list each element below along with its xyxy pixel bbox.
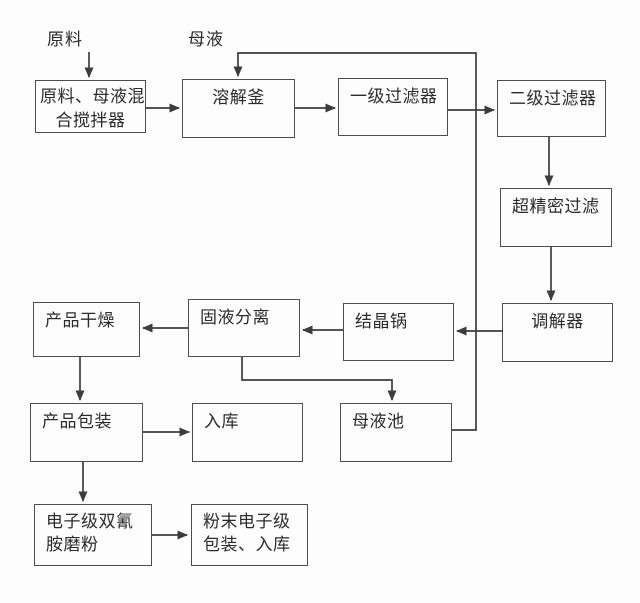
node-powder-pack-line2: 包装、入库 xyxy=(203,535,291,554)
node-mixer-line1: 原料、母液混 xyxy=(40,87,145,106)
node-grinding-line1: 电子级双氰 xyxy=(46,512,134,531)
node-warehouse-label: 入库 xyxy=(204,412,239,431)
node-dissolver-label: 溶解釜 xyxy=(212,88,265,107)
node-crystallizer-label: 结晶锅 xyxy=(355,312,408,331)
node-dryer-label: 产品干燥 xyxy=(45,311,115,330)
node-grinding-line2: 胺磨粉 xyxy=(46,535,99,554)
node-filter1: 一级过滤器 xyxy=(338,78,448,136)
node-regulator-label: 调解器 xyxy=(531,312,584,331)
node-warehouse: 入库 xyxy=(192,403,303,462)
node-ultrafilter-label: 超精密过滤 xyxy=(512,197,600,216)
node-packaging: 产品包装 xyxy=(30,403,143,462)
arrow-separator-to-mlpool xyxy=(241,357,397,401)
node-dissolver: 溶解釜 xyxy=(182,79,295,138)
node-ultrafilter: 超精密过滤 xyxy=(500,188,612,247)
node-filter2: 二级过滤器 xyxy=(497,80,606,137)
node-powder-pack: 粉末电子级 包装、入库 xyxy=(191,504,308,566)
node-separator-label: 固液分离 xyxy=(200,308,270,327)
node-regulator: 调解器 xyxy=(502,303,613,362)
node-packaging-label: 产品包装 xyxy=(42,412,112,431)
node-filter2-label: 二级过滤器 xyxy=(509,89,597,108)
node-separator: 固液分离 xyxy=(188,299,300,357)
node-crystallizer: 结晶锅 xyxy=(343,303,454,361)
label-raw-material: 原料 xyxy=(47,30,83,49)
node-mother-liquor-pool: 母液池 xyxy=(340,403,452,462)
node-dryer: 产品干燥 xyxy=(33,302,140,357)
node-powder-pack-line1: 粉末电子级 xyxy=(203,512,291,531)
arrow-mlpool-to-dissolver-recycle xyxy=(233,52,477,431)
node-mixer: 原料、母液混 合搅拌器 xyxy=(35,80,146,133)
label-mother-liquor: 母液 xyxy=(188,30,224,49)
node-grinding: 电子级双氰 胺磨粉 xyxy=(34,504,152,566)
node-filter1-label: 一级过滤器 xyxy=(350,87,438,106)
node-mother-liquor-pool-label: 母液池 xyxy=(352,412,405,431)
node-mixer-line2: 合搅拌器 xyxy=(55,111,126,130)
